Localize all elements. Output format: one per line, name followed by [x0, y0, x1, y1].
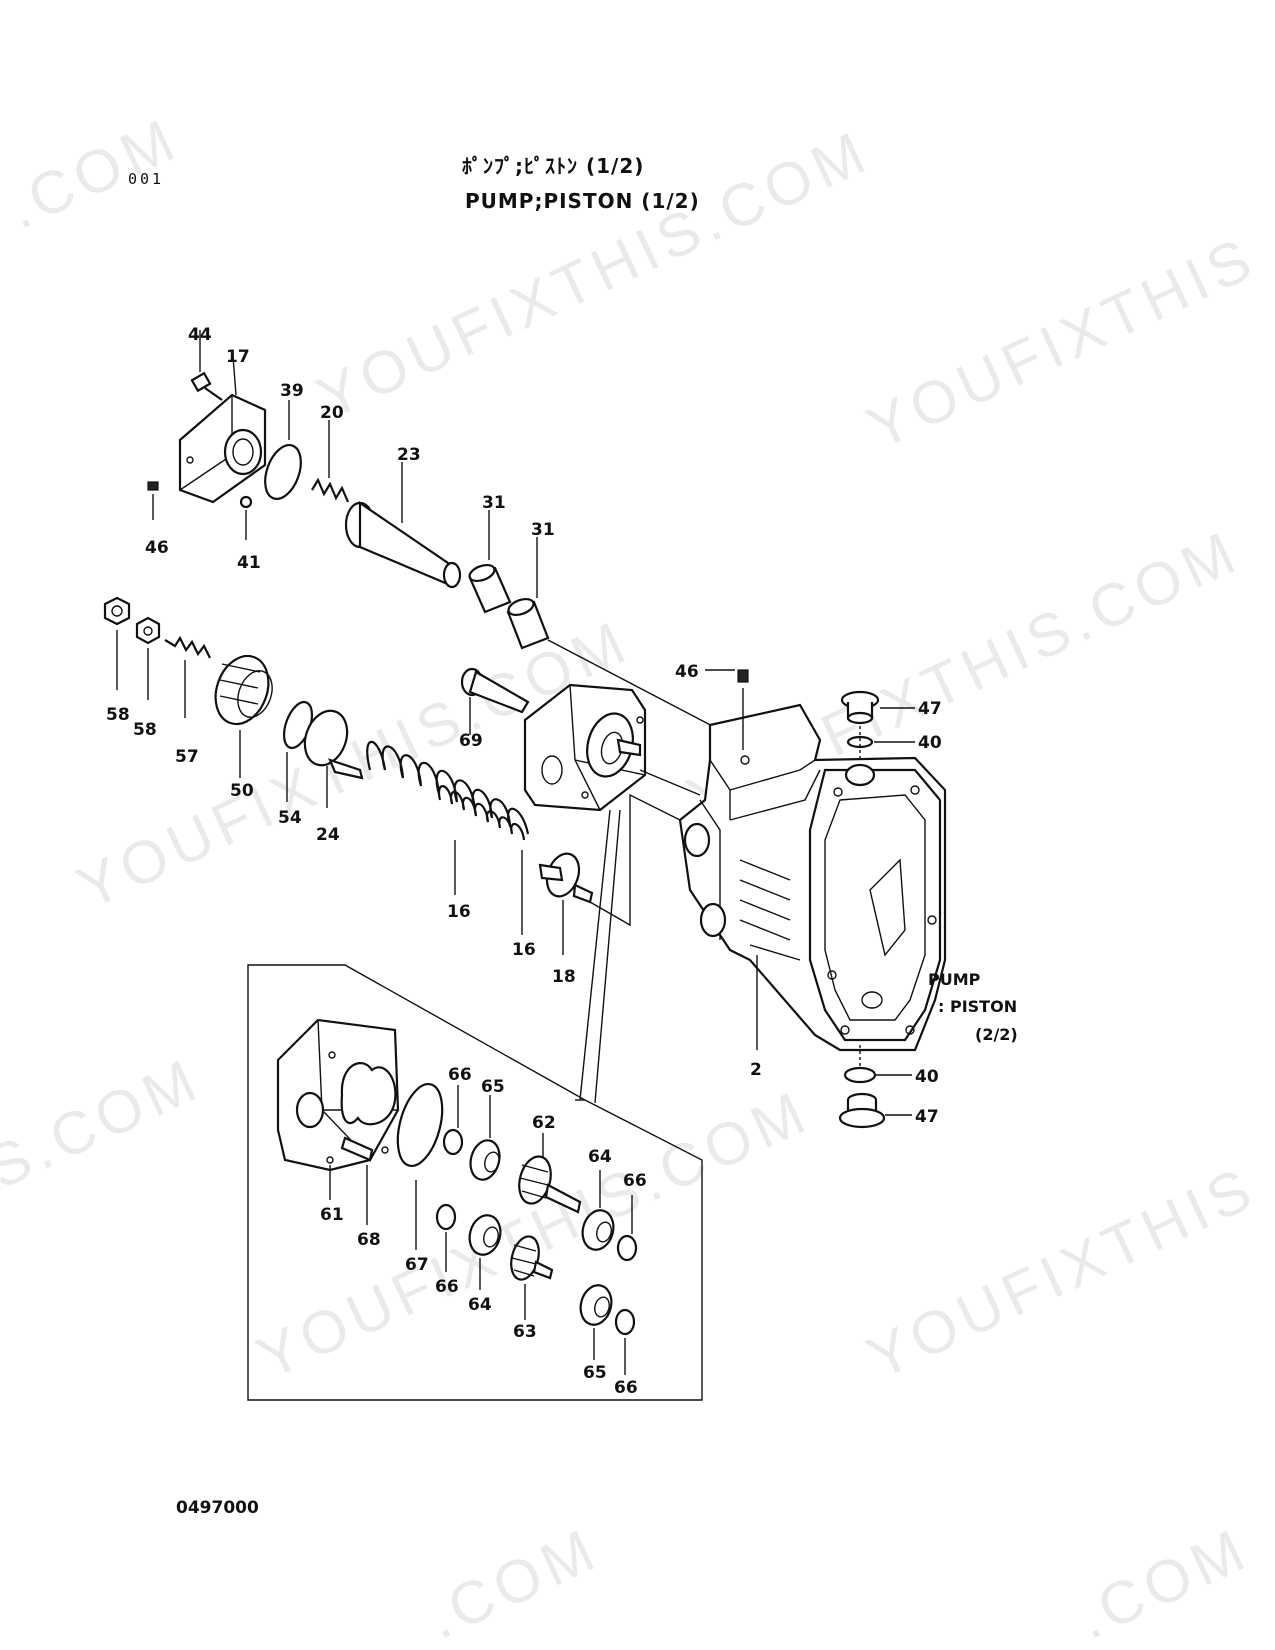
callout-66-a: 66 [448, 1065, 472, 1085]
part-16-outer-spring [366, 740, 530, 895]
callout-65-b: 65 [583, 1363, 607, 1383]
reference-label: PUMP : PISTON (2/2) [928, 970, 1018, 1044]
callout-61: 61 [320, 1205, 344, 1225]
part-57-stud-bolt [164, 635, 211, 718]
callout-67: 67 [405, 1255, 429, 1275]
part-65-bearing-b [579, 1284, 613, 1360]
callout-47-b: 47 [915, 1107, 939, 1127]
callout-47-a: 47 [918, 699, 942, 719]
watermark-com-left: S.COM [0, 1045, 211, 1202]
assembly-lines [547, 639, 721, 1104]
callout-50: 50 [230, 781, 254, 801]
part-69-socket-bolt [460, 667, 530, 735]
part-31-bushing-a [468, 510, 512, 614]
part-61-gear-housing [276, 1018, 400, 1200]
part-20-spring-small [311, 420, 350, 503]
part-66-o-ring-b [616, 1195, 638, 1262]
callout-46-b: 46 [675, 662, 699, 682]
watermark-site-top: YOUFIXTHIS.COM [307, 117, 880, 432]
callout-31-a: 31 [482, 493, 506, 513]
callout-58-b: 58 [133, 720, 157, 740]
part-2-pump-housing [678, 703, 947, 1052]
callout-63: 63 [513, 1322, 537, 1342]
part-24-spring-seat [303, 709, 364, 808]
watermark-com-bottom: .COM [417, 1515, 609, 1650]
callout-58-a: 58 [106, 705, 130, 725]
page-number: 001 [128, 170, 165, 188]
callout-64-a: 64 [588, 1147, 612, 1167]
callout-69: 69 [459, 731, 483, 751]
part-63-driven-gear [510, 1235, 554, 1320]
callout-16-b: 16 [512, 940, 536, 960]
part-47-plug-bottom [838, 1092, 912, 1129]
callout-2: 2 [750, 1060, 762, 1080]
reference-line-1: PUMP [928, 970, 981, 989]
drawing-code: 0497000 [176, 1498, 259, 1518]
callout-24: 24 [316, 825, 340, 845]
part-67-o-ring-large [396, 1083, 444, 1250]
part-valve-block [523, 683, 647, 812]
part-47-plug-top [840, 690, 915, 725]
callout-62: 62 [532, 1113, 556, 1133]
callout-64-b: 64 [468, 1295, 492, 1315]
part-66-o-ring-d [614, 1308, 636, 1375]
callout-57: 57 [175, 747, 199, 767]
callout-20: 20 [320, 403, 344, 423]
part-62-drive-gear [518, 1133, 582, 1214]
callout-17: 17 [226, 347, 250, 367]
callout-40-a: 40 [918, 733, 942, 753]
callout-40-b: 40 [915, 1067, 939, 1087]
part-50-adjust-cap [214, 654, 273, 778]
callout-66-c: 66 [435, 1277, 459, 1297]
part-64-bearing-a [581, 1170, 615, 1251]
part-46-plug-small [147, 481, 159, 520]
callout-23: 23 [397, 445, 421, 465]
part-58-nut-b [135, 616, 161, 700]
callout-68: 68 [357, 1230, 381, 1250]
reference-line-2: : PISTON [938, 997, 1017, 1016]
callout-labels: 44 17 39 20 23 31 31 46 41 46 47 40 58 5… [106, 325, 942, 1398]
callout-44: 44 [188, 325, 212, 345]
part-58-nut-a [103, 596, 131, 690]
part-31-bushing-b [506, 537, 550, 650]
watermark-site-bottomright: YOUFIXTHIS [857, 1154, 1266, 1392]
callout-39: 39 [280, 381, 304, 401]
part-17-cover-plate [178, 355, 267, 504]
part-41-pin [239, 495, 253, 540]
part-44-bolt [190, 330, 223, 401]
part-40-o-ring-bottom [843, 1045, 912, 1084]
part-16-inner-spring [437, 785, 526, 935]
callout-31-b: 31 [531, 520, 555, 540]
part-23-spool [344, 462, 462, 589]
part-66-o-ring-c [435, 1203, 457, 1272]
part-18-piston [538, 852, 594, 955]
callout-66-b: 66 [623, 1171, 647, 1191]
watermark-com-bottomright: .COM [1067, 1515, 1259, 1650]
part-68-pin [340, 1136, 374, 1225]
callout-65-a: 65 [481, 1077, 505, 1097]
title-english: PUMP;PISTON (1/2) [465, 189, 700, 213]
callout-66-d: 66 [614, 1378, 638, 1398]
part-65-bearing-a [469, 1095, 501, 1181]
callout-54: 54 [278, 808, 302, 828]
reference-line-3: (2/2) [975, 1025, 1018, 1044]
callout-46-a: 46 [145, 538, 169, 558]
part-39-o-ring [264, 400, 302, 500]
title-japanese: ﾎﾟﾝﾌﾟ;ﾋﾟｽﾄﾝ (1/2) [462, 154, 645, 178]
watermark-site-right: YOUFIXTHIS [857, 224, 1266, 462]
inset-gear-pump-frame [247, 964, 703, 1401]
part-40-o-ring-top [846, 726, 915, 760]
watermark-com-topleft: .COM [0, 105, 189, 242]
part-64-bearing-b [468, 1214, 502, 1290]
part-66-o-ring-a [442, 1085, 464, 1156]
callout-18: 18 [552, 967, 576, 987]
callout-41: 41 [237, 553, 261, 573]
callout-16-a: 16 [447, 902, 471, 922]
part-46-plug-housing [705, 669, 749, 750]
